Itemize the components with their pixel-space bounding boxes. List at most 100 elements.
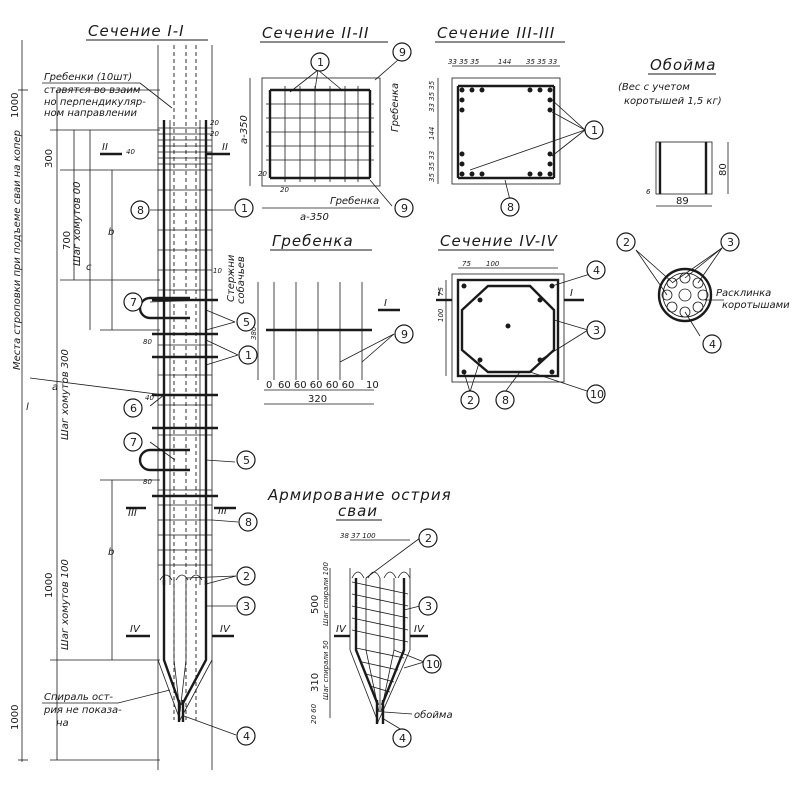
tip-detail: 38 37 100 500 Шаг спирали 100 310 Шаг сп… xyxy=(310,532,453,731)
svg-text:3: 3 xyxy=(425,600,432,613)
mark-iii-left: III xyxy=(128,508,137,519)
clip-dim-6: 6 xyxy=(646,188,651,196)
callout-6: 6 xyxy=(123,398,143,418)
callout-7-upper: 7 xyxy=(123,292,143,312)
svg-text:40: 40 xyxy=(145,394,154,402)
callout-5-lower: 5 xyxy=(236,450,256,470)
clip-detail: 80 89 6 Расклинка коротышами xyxy=(635,141,790,337)
svg-text:2: 2 xyxy=(243,570,250,583)
dim-b-lower: b xyxy=(108,547,114,558)
svg-text:9: 9 xyxy=(399,46,406,59)
s4-dim-75: 75 xyxy=(462,260,471,268)
title-clip: Обойма xyxy=(650,56,717,74)
dim-20b: 20 xyxy=(210,130,219,138)
svg-text:10: 10 xyxy=(426,658,440,671)
comb-detail: 380 0 60 60 60 60 60 10 320 I xyxy=(250,282,400,405)
callout-8-main: 8 xyxy=(130,200,150,220)
callout-3-s4: 3 xyxy=(586,320,606,340)
dim-b-upper: b xyxy=(108,227,114,238)
callout-10-s4: 10 xyxy=(586,384,606,404)
weld-note-2: собачьев xyxy=(235,256,247,304)
callout-9-s2-bottom: 9 xyxy=(394,198,414,218)
dim-300: 300 xyxy=(44,149,55,168)
callout-8-s4: 8 xyxy=(495,390,515,410)
spiral-note-3: на xyxy=(56,718,69,729)
dim-1000-mid: 1000 xyxy=(44,573,55,598)
wedge-label-1: Расклинка xyxy=(716,288,771,299)
title-tip-2: сваи xyxy=(338,502,378,520)
callout-2-ring: 2 xyxy=(616,232,636,252)
s3-left-dims-2: 144 xyxy=(428,127,436,140)
dim-a: a xyxy=(52,382,58,393)
svg-text:10: 10 xyxy=(590,388,604,401)
title-section-2: Сечение II-II xyxy=(262,24,369,42)
title-comb: Гребенка xyxy=(272,232,354,250)
dim-10: 10 xyxy=(213,267,222,275)
svg-text:80: 80 xyxy=(143,478,152,486)
s4-dim-100v: 100 xyxy=(437,308,445,322)
comb-dim-380: 380 xyxy=(250,326,258,340)
title-section-3: Сечение III-III xyxy=(437,24,555,42)
tip-mark-iv-left: IV xyxy=(336,624,347,635)
callout-1-mid: 1 xyxy=(238,345,258,365)
callout-4-tip: 4 xyxy=(392,728,412,748)
callout-4-s4: 4 xyxy=(586,260,606,280)
svg-text:6: 6 xyxy=(130,402,137,415)
callout-8-s3: 8 xyxy=(500,197,520,217)
mark-ii-right: II xyxy=(222,142,228,153)
section-iii-iii: 33 35 35 144 35 35 33 33 35 35 144 35 35… xyxy=(428,58,586,201)
svg-text:7: 7 xyxy=(130,436,137,449)
callout-1-s2: 1 xyxy=(310,52,330,72)
title-tip-1: Армирование острия xyxy=(267,486,452,504)
callout-1-main-top: 1 xyxy=(234,198,254,218)
callout-3-main: 3 xyxy=(236,596,256,616)
tip-dim-310: 310 xyxy=(310,673,321,692)
svg-text:5: 5 xyxy=(243,316,250,329)
tip-dim-500: 500 xyxy=(310,595,321,614)
dim-40: 40 xyxy=(126,148,135,156)
tip-clip-label: обойма xyxy=(414,709,453,721)
combs-note-1: Гребенки (10шт) xyxy=(44,71,132,83)
step-300-label: Шаг хомутов 300 xyxy=(60,349,71,440)
dim-c: c xyxy=(86,262,92,273)
s3-mid-dim: 144 xyxy=(498,58,511,66)
combs-note-3: но перпендикуляр- xyxy=(44,97,146,108)
svg-text:1: 1 xyxy=(591,124,598,137)
svg-text:8: 8 xyxy=(507,201,514,214)
svg-text:4: 4 xyxy=(709,338,716,351)
mark-ii-left: II xyxy=(102,142,108,153)
svg-text:5: 5 xyxy=(243,454,250,467)
dim-20c: 20 xyxy=(258,170,267,178)
tip-dims-top: 38 37 100 xyxy=(340,532,376,540)
s3-right-dims: 35 35 33 xyxy=(526,58,557,66)
comb-dim-0: 0 xyxy=(266,380,272,391)
clip-dim-89: 89 xyxy=(676,196,689,207)
dim-700: 700 xyxy=(62,231,73,250)
spiral-note-1: Спираль ост- xyxy=(44,692,113,703)
clip-note-1: (Вес с учетом xyxy=(618,82,690,93)
callout-9-s2-top: 9 xyxy=(392,42,412,62)
title-section-1: Сечение I-I xyxy=(88,22,185,40)
svg-text:8: 8 xyxy=(502,394,509,407)
s4-dim-100: 100 xyxy=(486,260,500,268)
callout-7-lower: 7 xyxy=(123,432,143,452)
pile-elevation: 80 80 40 20 20 40 10 II II III III IV IV xyxy=(100,45,236,770)
svg-text:2: 2 xyxy=(425,532,432,545)
svg-text:3: 3 xyxy=(727,236,734,249)
callout-5-upper: 5 xyxy=(236,312,256,332)
dim-a350-h: a-350 xyxy=(300,212,329,223)
section-ii-ii: a-350 a-350 20 20 Гребенка Гребенка xyxy=(239,59,401,223)
s3-top-dims: 33 35 35 xyxy=(448,58,480,66)
dim-l: l xyxy=(26,402,29,413)
tip-mark-iv-right: IV xyxy=(414,624,425,635)
callout-2-tip: 2 xyxy=(418,528,438,548)
dim-1000-top: 1000 xyxy=(10,93,21,118)
dim-20d: 20 xyxy=(280,186,289,194)
callout-4-ring: 4 xyxy=(702,334,722,354)
callout-2-s4: 2 xyxy=(460,390,480,410)
weld-note-1: Стержни xyxy=(226,254,237,302)
svg-text:1: 1 xyxy=(241,202,248,215)
svg-text:9: 9 xyxy=(401,328,408,341)
svg-text:80: 80 xyxy=(143,338,152,346)
